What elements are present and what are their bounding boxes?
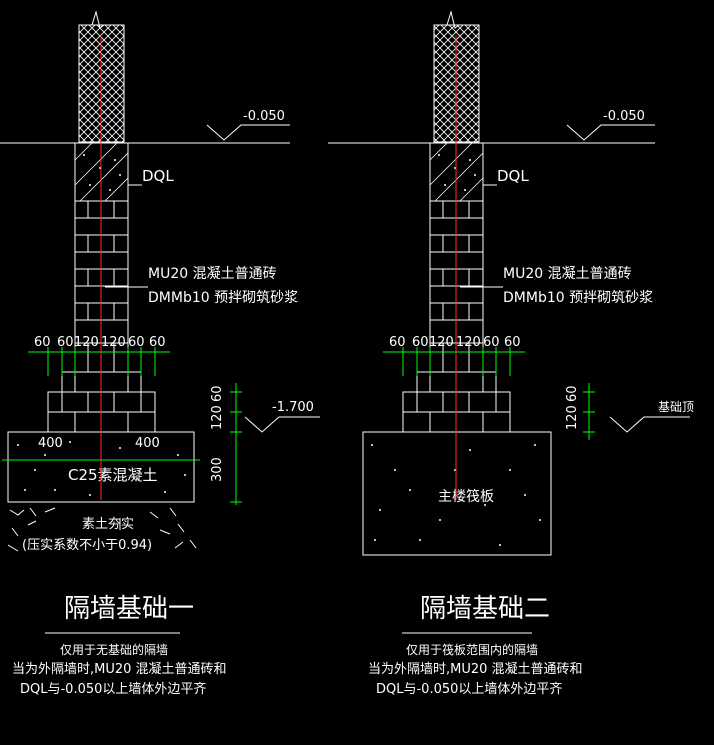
elevation-marker-top-2: -0.050 <box>566 109 655 141</box>
elevation-marker-top-1: -0.050 <box>206 109 290 141</box>
base-label-2: 主楼筏板 <box>438 488 494 505</box>
title-1: 隔墙基础一 <box>64 594 194 624</box>
dql-label-2: DQL <box>497 167 529 185</box>
elevation-bottom-2: 基础顶 <box>658 400 694 414</box>
base-dim-1-0: 400 <box>38 436 63 451</box>
brick-label-2b: DMMb10 预拌砌筑砂浆 <box>503 290 653 306</box>
elevation-bottom-1: -1.700 <box>272 400 314 415</box>
step-dim-1-4: 60 <box>128 335 145 350</box>
note-2c: DQL与-0.050以上墙体外边平齐 <box>376 681 562 697</box>
height-dims-1 <box>230 383 242 505</box>
step-dims-1: 60 60 120 120 60 60 <box>28 335 170 376</box>
elevation-marker-bottom-2: 基础顶 <box>609 400 694 433</box>
height-dim-1-0: 60 <box>210 385 225 402</box>
step-dim-1-3: 120 <box>101 335 126 350</box>
base-dim-1-1: 400 <box>135 436 160 451</box>
note-1a: 仅用于无基础的隔墙 <box>60 642 168 657</box>
detail-1: -0.050 DQL M <box>0 10 320 697</box>
break-mark-1 <box>79 10 124 29</box>
note-1b: 当为外隔墙时,MU20 混凝土普通砖和 <box>12 661 227 677</box>
step-dim-1-1: 60 <box>57 335 74 350</box>
step-dim-2-2: 120 <box>429 335 454 350</box>
dql-hatch-2 <box>429 142 484 202</box>
soil-label-1b: (压实系数不小于0.94) <box>22 538 152 553</box>
raft-dots-2 <box>371 444 541 546</box>
elevation-top-2: -0.050 <box>603 109 645 124</box>
step-dim-1-2: 120 <box>74 335 99 350</box>
height-dim-2-1: 120 <box>565 405 580 430</box>
step-dim-2-4: 60 <box>483 335 500 350</box>
height-dim-1-2: 300 <box>210 457 225 482</box>
base-label-1: C25素混凝土 <box>68 466 158 484</box>
brick-label-1b: DMMb10 预拌砌筑砂浆 <box>148 290 298 306</box>
height-dim-1-1: 120 <box>210 405 225 430</box>
height-dims-2 <box>583 383 595 440</box>
detail-2: -0.050 DQL MU20 混凝土普通 <box>328 10 694 697</box>
brick-label-2a: MU20 混凝土普通砖 <box>503 266 632 282</box>
brick-label-1a: MU20 混凝土普通砖 <box>148 266 277 282</box>
dql-hatch-1 <box>74 142 129 202</box>
dql-dots-1 <box>83 154 121 191</box>
elevation-marker-bottom-1: -1.700 <box>244 400 320 433</box>
note-2b: 当为外隔墙时,MU20 混凝土普通砖和 <box>368 661 583 677</box>
soil-hatch-1 <box>7 507 197 552</box>
concrete-dots-1 <box>17 441 186 496</box>
title-2: 隔墙基础二 <box>420 594 550 624</box>
elevation-top-1: -0.050 <box>243 109 285 124</box>
dql-label-1: DQL <box>142 167 174 185</box>
height-dim-2-0: 60 <box>565 385 580 402</box>
raft-slab-2 <box>362 431 552 556</box>
break-mark-2 <box>434 10 479 29</box>
step-dim-2-0: 60 <box>389 335 406 350</box>
step-dim-2-5: 60 <box>504 335 521 350</box>
step-dim-1-5: 60 <box>149 335 166 350</box>
step-dim-2-1: 60 <box>412 335 429 350</box>
step-dim-1-0: 60 <box>34 335 51 350</box>
step-dims-2: 60 60 120 120 60 60 <box>383 335 525 376</box>
soil-label-1a: 素土夯实 <box>82 517 134 532</box>
step-dim-2-3: 120 <box>456 335 481 350</box>
note-2a: 仅用于筏板范围内的隔墙 <box>406 642 538 657</box>
note-1c: DQL与-0.050以上墙体外边平齐 <box>20 681 206 697</box>
